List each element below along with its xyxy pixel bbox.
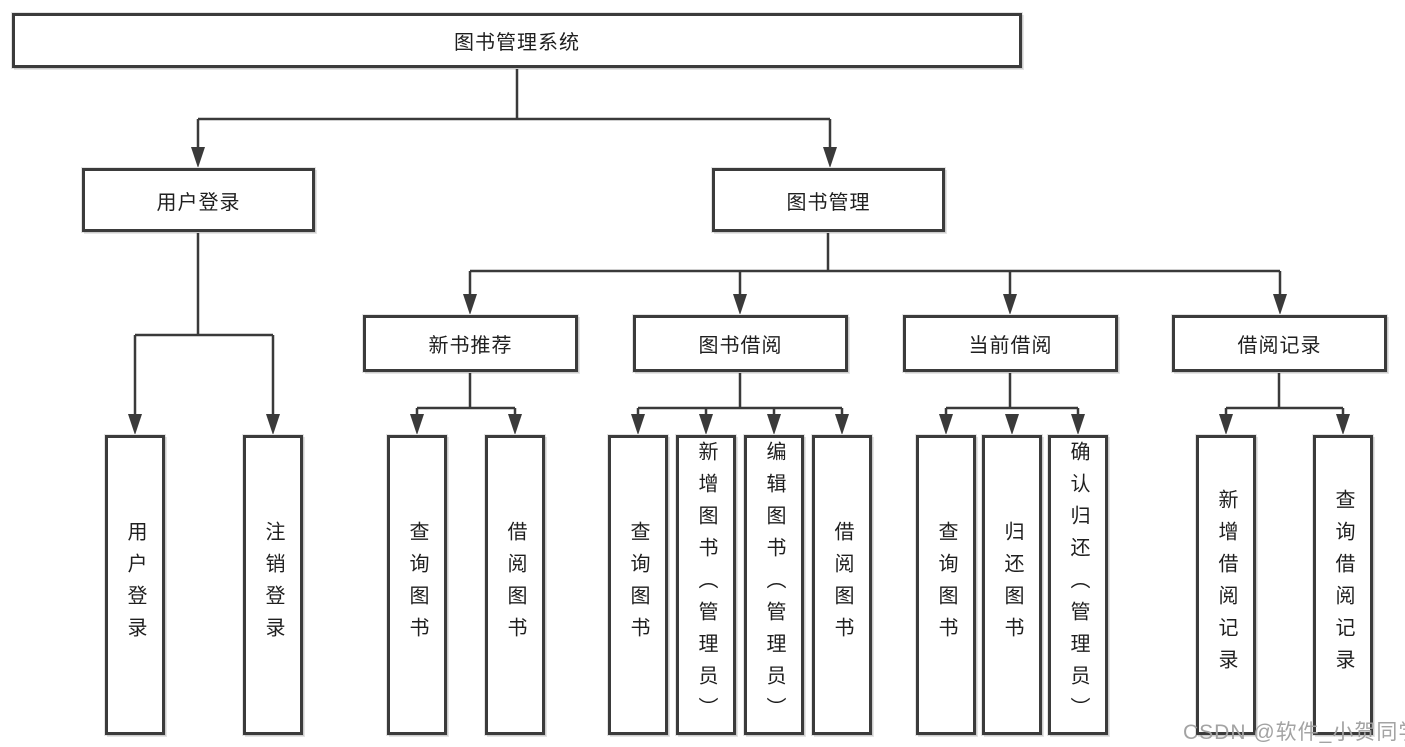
node-bb-add-books-admin: 新增图书（管理员） — [676, 435, 736, 735]
arrowhead-icon — [1071, 414, 1085, 435]
connector-root-to-level2 — [191, 68, 837, 168]
node-br-query-record: 查询借阅记录 — [1313, 435, 1373, 735]
connector-borrowing-records-to-leaves — [1219, 372, 1350, 435]
node-library-system: 图书管理系统 — [12, 13, 1022, 68]
connector-user-login-to-leaves — [128, 232, 280, 435]
node-cb-confirm-return-admin: 确认归还（管理员） — [1048, 435, 1108, 735]
node-leaf-logout: 注销登录 — [243, 435, 303, 735]
connector-book-borrowing-to-leaves — [631, 372, 849, 435]
arrowhead-icon — [699, 414, 713, 435]
node-borrowing-records: 借阅记录 — [1172, 315, 1387, 372]
arrowhead-icon — [191, 147, 205, 168]
node-bb-borrow-books: 借阅图书 — [812, 435, 872, 735]
node-current-borrowing: 当前借阅 — [903, 315, 1118, 372]
arrowhead-icon — [463, 294, 477, 315]
node-nb-query-books: 查询图书 — [387, 435, 447, 735]
arrowhead-icon — [410, 414, 424, 435]
csdn-watermark: CSDN @软件_小贺同学 — [1183, 721, 1405, 744]
connector-current-borrowing-to-leaves — [939, 372, 1085, 435]
arrowhead-icon — [823, 147, 837, 168]
node-bb-query-books: 查询图书 — [608, 435, 668, 735]
arrowhead-icon — [835, 414, 849, 435]
arrowhead-icon — [1336, 414, 1350, 435]
node-nb-borrow-books: 借阅图书 — [485, 435, 545, 735]
arrowhead-icon — [631, 414, 645, 435]
arrowhead-icon — [1273, 294, 1287, 315]
arrowhead-icon — [266, 414, 280, 435]
node-book-management: 图书管理 — [712, 168, 945, 232]
arrowhead-icon — [733, 294, 747, 315]
arrowhead-icon — [939, 414, 953, 435]
node-br-add-record: 新增借阅记录 — [1196, 435, 1256, 735]
node-cb-query-books: 查询图书 — [916, 435, 976, 735]
node-new-book-recommend: 新书推荐 — [363, 315, 578, 372]
arrowhead-icon — [767, 414, 781, 435]
node-user-login: 用户登录 — [82, 168, 315, 232]
arrowhead-icon — [1005, 414, 1019, 435]
node-book-borrowing: 图书借阅 — [633, 315, 848, 372]
arrowhead-icon — [1219, 414, 1233, 435]
connector-book-management-to-level3 — [463, 232, 1287, 315]
node-bb-edit-books-admin: 编辑图书（管理员） — [744, 435, 804, 735]
connector-new-book-recommend-to-leaves — [410, 372, 522, 435]
node-cb-return-books: 归还图书 — [982, 435, 1042, 735]
arrowhead-icon — [508, 414, 522, 435]
node-leaf-user-login: 用户登录 — [105, 435, 165, 735]
arrowhead-icon — [128, 414, 142, 435]
arrowhead-icon — [1003, 294, 1017, 315]
